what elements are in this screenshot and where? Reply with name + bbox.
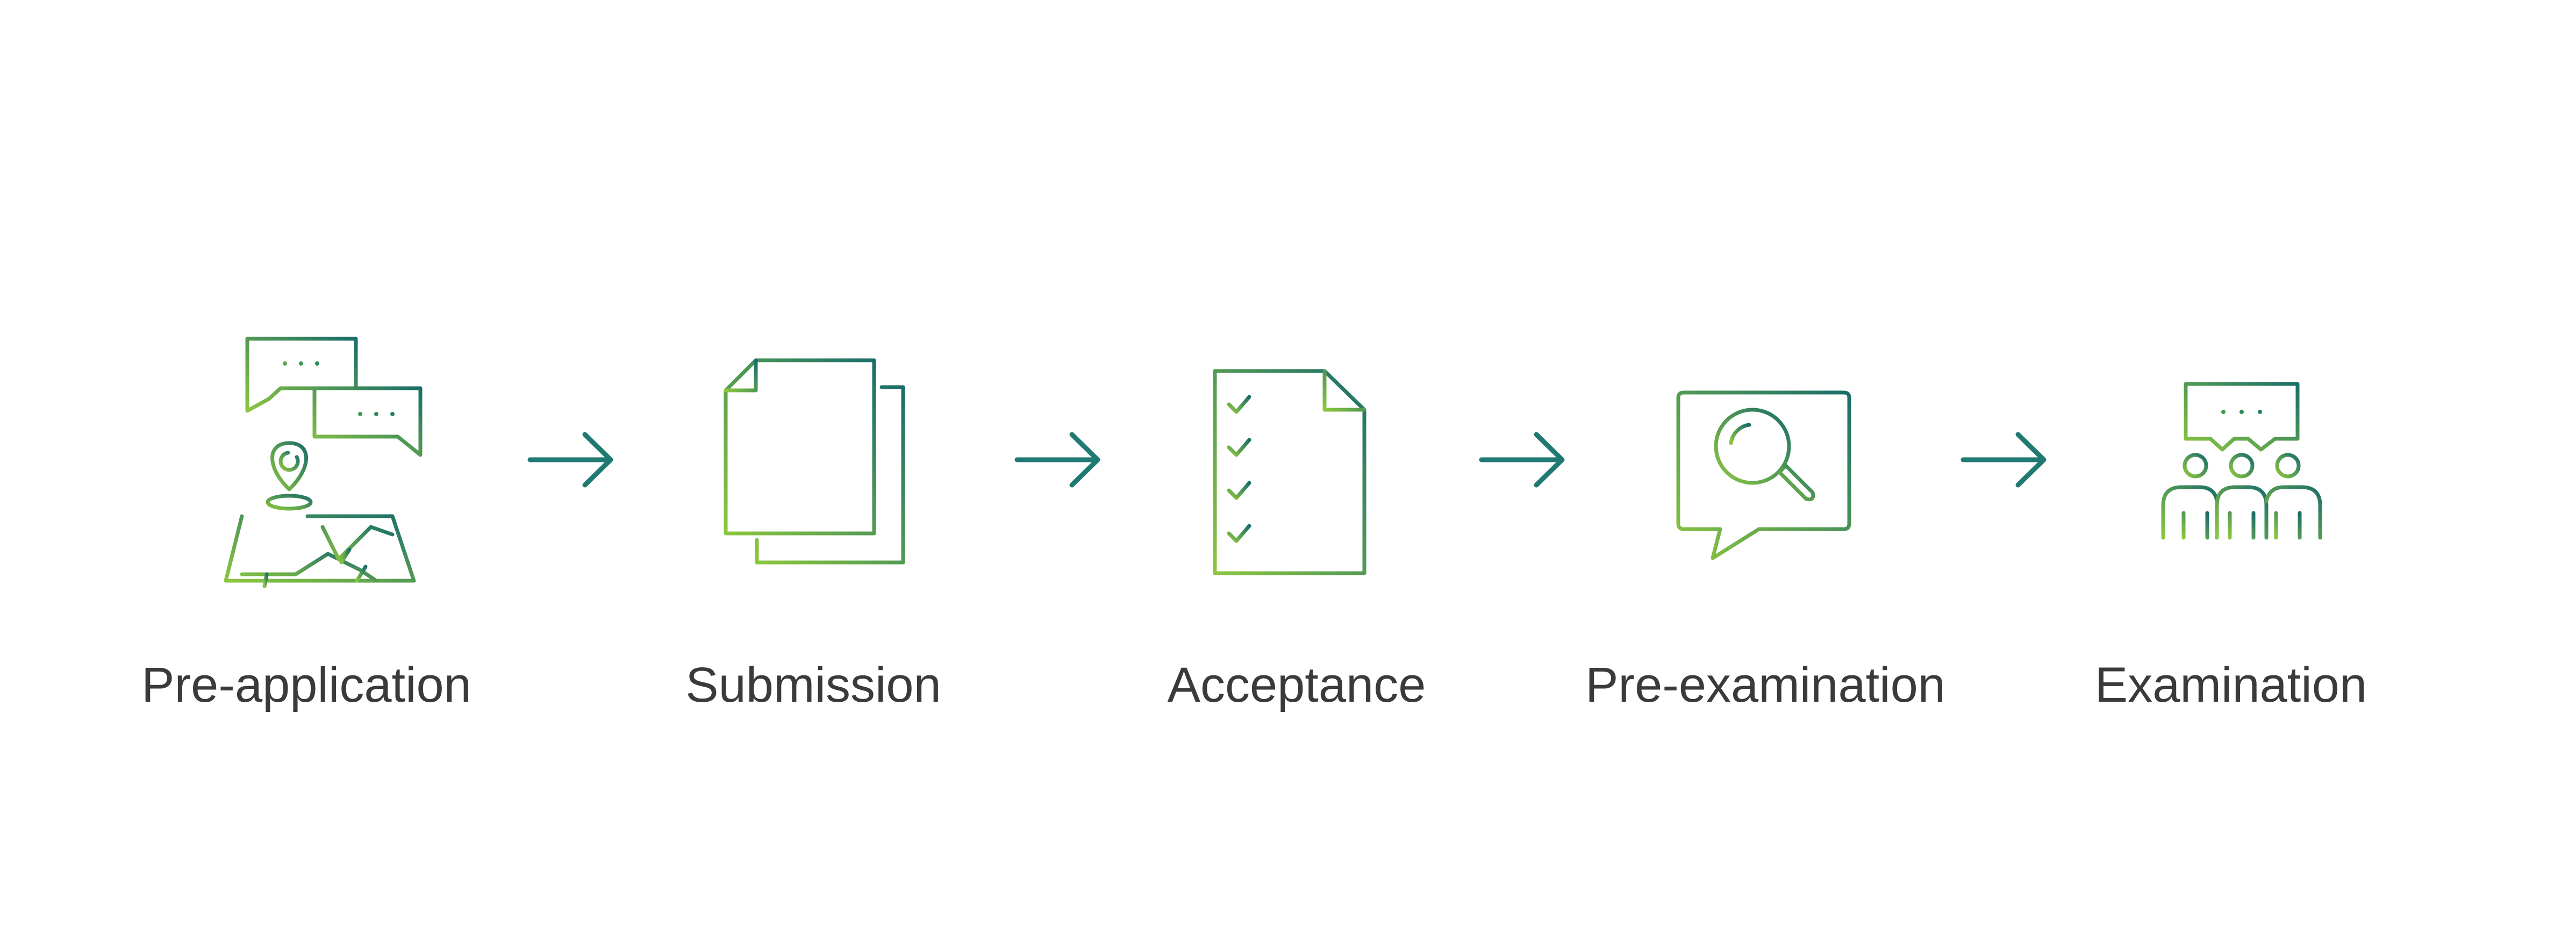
- arrow-right-icon: [1014, 432, 1100, 488]
- step-label-acceptance: Acceptance: [1167, 658, 1426, 712]
- step-label-examination: Examination: [2094, 658, 2367, 712]
- step-label-pre-application: Pre-application: [141, 658, 471, 712]
- arrow-right-icon: [1960, 432, 2047, 488]
- arrow-right-icon: [1479, 432, 1565, 488]
- documents-icon: [724, 358, 905, 565]
- map-pin-chat-icon: [224, 337, 423, 588]
- step-label-pre-examination: Pre-examination: [1585, 658, 1945, 712]
- arrow-right-icon: [527, 432, 613, 488]
- step-label-submission: Submission: [685, 658, 941, 712]
- checklist-icon: [1213, 369, 1366, 575]
- magnifier-chat-icon: [1676, 390, 1851, 560]
- team-discussion-icon: [2161, 382, 2322, 540]
